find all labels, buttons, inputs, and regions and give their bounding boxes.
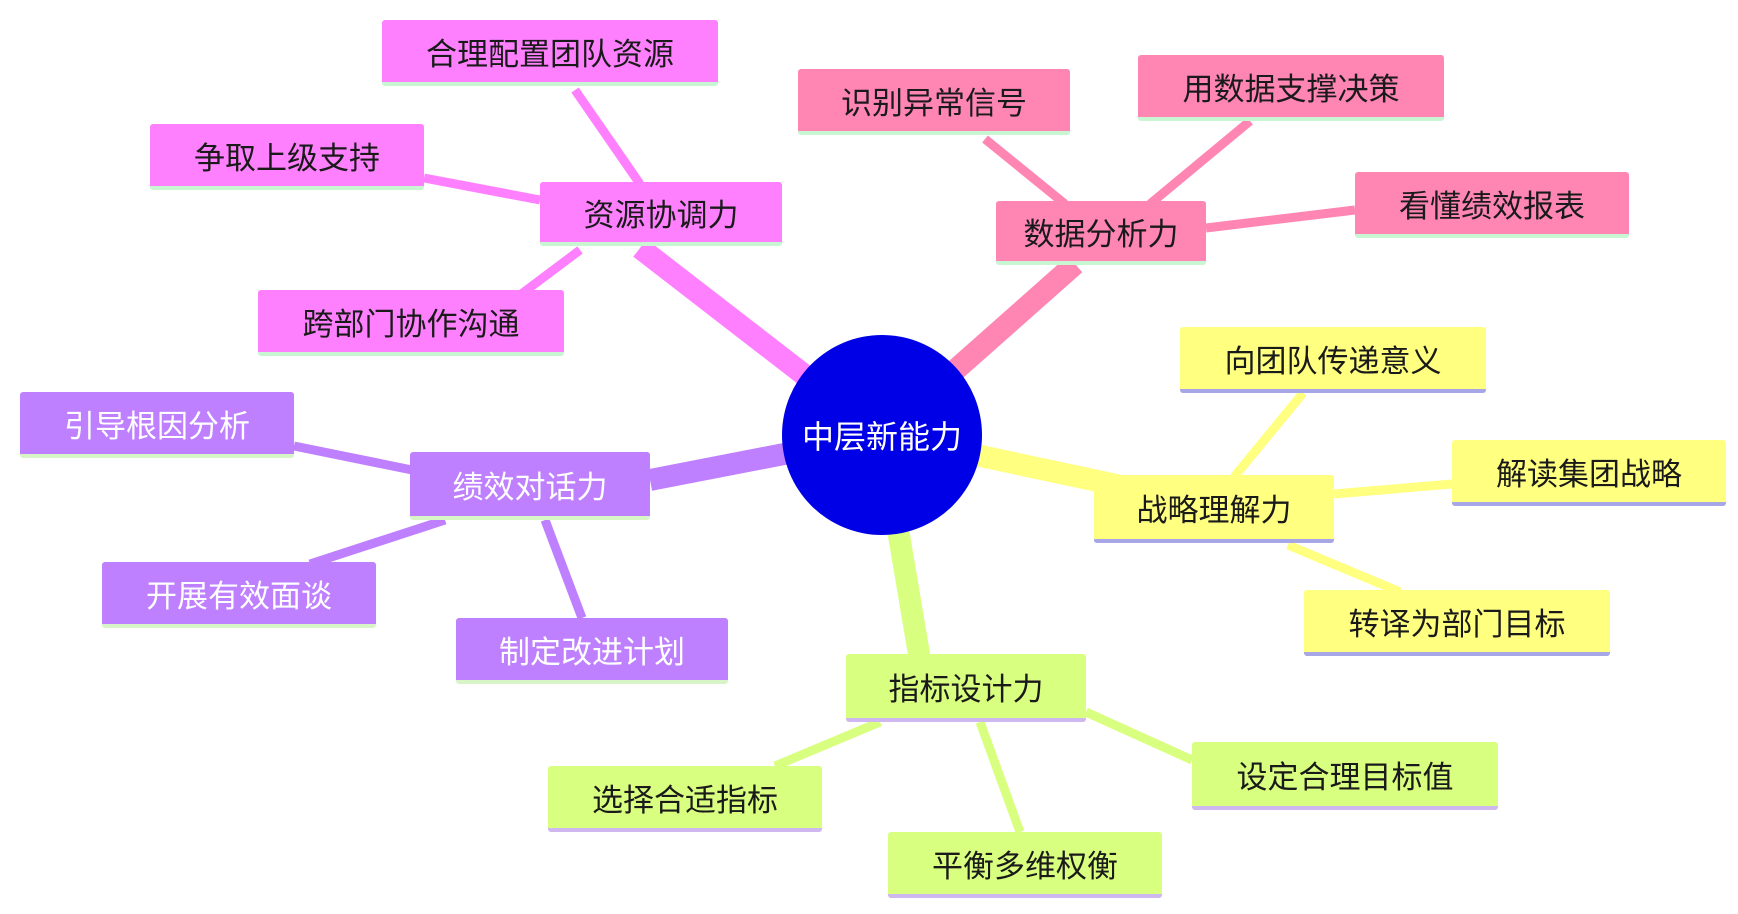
leaf-label: 用数据支撑决策	[1182, 71, 1400, 108]
leaf-node-performance-3[interactable]: 制定改进计划	[456, 618, 728, 684]
leaf-connector-resource-2	[423, 173, 541, 205]
leaf-label: 开展有效面谈	[146, 578, 332, 615]
leaf-node-metric-2[interactable]: 平衡多维权衡	[888, 832, 1162, 898]
leaf-connector-strategy-1	[1230, 390, 1307, 480]
leaf-connector-resource-1	[571, 87, 644, 187]
leaf-connector-metric-2	[975, 720, 1025, 834]
leaf-label: 平衡多维权衡	[932, 848, 1118, 885]
leaf-connector-metric-1	[773, 717, 882, 771]
leaf-label: 引导根因分析	[64, 408, 250, 445]
leaf-connector-performance-2	[308, 515, 447, 569]
leaf-node-resource-3[interactable]: 跨部门协作沟通	[258, 290, 564, 356]
branch-node-resource[interactable]: 资源协调力	[540, 182, 782, 246]
branch-label-strategy: 战略理解力	[1136, 492, 1292, 529]
leaf-label: 向团队传递意义	[1224, 343, 1442, 380]
branch-node-performance[interactable]: 绩效对话力	[410, 452, 650, 520]
branch-label-metric: 指标设计力	[888, 671, 1044, 708]
leaf-node-performance-1[interactable]: 引导根因分析	[20, 392, 294, 458]
leaf-node-data-3[interactable]: 看懂绩效报表	[1355, 172, 1629, 238]
branch-node-data[interactable]: 数据分析力	[996, 201, 1206, 265]
leaf-node-metric-3[interactable]: 设定合理目标值	[1192, 742, 1498, 810]
center-label: 中层新能力	[801, 418, 962, 456]
leaf-node-data-1[interactable]: 识别异常信号	[798, 69, 1070, 135]
branch-node-strategy[interactable]: 战略理解力	[1094, 475, 1334, 543]
leaf-label: 跨部门协作沟通	[302, 306, 520, 343]
leaf-node-strategy-2[interactable]: 解读集团战略	[1452, 440, 1726, 506]
leaf-connector-performance-1	[293, 441, 413, 475]
leaf-label: 争取上级支持	[194, 140, 380, 177]
leaf-label: 制定改进计划	[499, 634, 685, 671]
leaf-label: 看懂绩效报表	[1399, 188, 1585, 225]
leaf-node-data-2[interactable]: 用数据支撑决策	[1138, 55, 1444, 121]
leaf-connector-strategy-2	[1333, 479, 1453, 499]
branch-label-performance: 绩效对话力	[452, 469, 608, 506]
leaf-node-metric-1[interactable]: 选择合适指标	[548, 766, 822, 832]
leaf-label: 转译为部门目标	[1348, 606, 1566, 643]
leaf-label: 设定合理目标值	[1236, 759, 1454, 796]
leaf-label: 选择合适指标	[592, 782, 778, 819]
leaf-node-strategy-3[interactable]: 转译为部门目标	[1304, 590, 1610, 656]
branch-node-metric[interactable]: 指标设计力	[846, 654, 1086, 722]
leaf-label: 解读集团战略	[1496, 456, 1682, 493]
center-node[interactable]: 中层新能力	[782, 335, 982, 535]
branch-label-resource: 资源协调力	[583, 197, 739, 234]
leaf-connector-strategy-3	[1286, 540, 1402, 597]
leaf-label: 识别异常信号	[841, 85, 1027, 122]
leaf-node-performance-2[interactable]: 开展有效面谈	[102, 562, 376, 628]
branch-label-data: 数据分析力	[1023, 216, 1179, 253]
leaf-connector-metric-3	[1084, 707, 1194, 765]
leaf-connector-data-1	[982, 135, 1068, 208]
leaf-label: 合理配置团队资源	[426, 36, 674, 73]
leaf-connector-data-2	[1147, 117, 1253, 208]
leaf-node-resource-1[interactable]: 合理配置团队资源	[382, 20, 718, 86]
leaf-connector-performance-3	[540, 518, 587, 620]
leaf-node-resource-2[interactable]: 争取上级支持	[150, 124, 424, 190]
leaf-connector-data-3	[1205, 205, 1356, 233]
leaf-node-strategy-1[interactable]: 向团队传递意义	[1180, 327, 1486, 393]
